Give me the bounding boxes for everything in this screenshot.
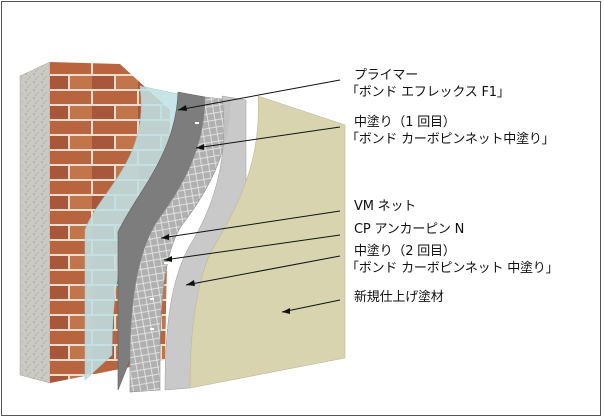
label-mid-coat-1-line1: 中塗り（1 回目） [354,115,456,130]
leader-arrowheads [161,105,290,314]
label-finish-coat: 新規仕上げ塗材 [354,290,444,305]
concrete-substrate-side [19,61,51,384]
label-mid-coat-2-line1: 中塗り（2 回目） [354,244,456,259]
finish-coat-layer [189,95,346,389]
leader-lines [160,79,341,313]
anchor-pins [150,122,199,330]
label-cp-anchor-pin: CP アンカーピン N [354,222,465,237]
vm-net-layer [129,96,231,393]
label-mid-coat-1-line2: 「ボンド カーボピンネット中塗り」 [346,132,555,147]
label-primer-line1: プライマー [354,68,419,83]
label-primer-line2: 「ボンド エフレックス F1」 [346,85,510,100]
label-mid-coat-2-line2: 「ボンド カーボピンネット 中塗り」 [346,261,559,276]
label-vm-net: VM ネット [354,199,417,214]
